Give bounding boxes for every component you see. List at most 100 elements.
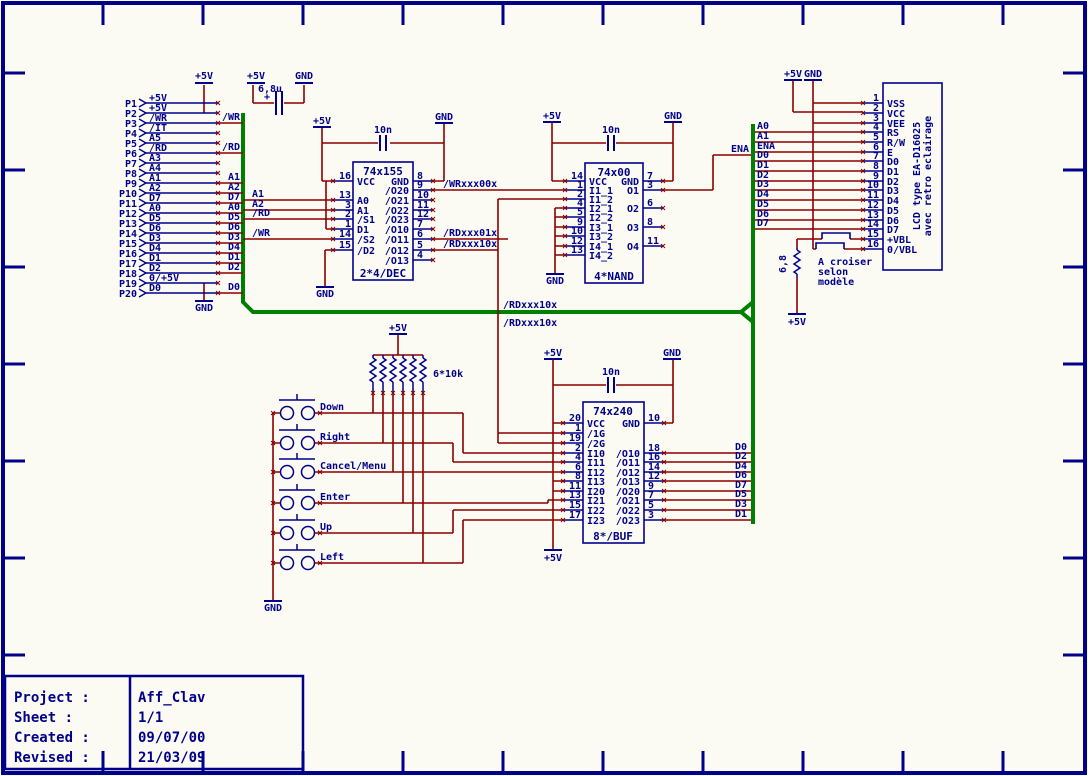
junction-x-marker bbox=[215, 150, 221, 156]
ic-pin-number: 9 bbox=[417, 180, 423, 191]
junction-x-marker bbox=[660, 187, 666, 193]
connector-pin-number: P3 bbox=[125, 119, 137, 130]
net-label-ena: ENA bbox=[731, 144, 749, 155]
connector-pin-net: D7 bbox=[149, 193, 161, 204]
lcd-pin-name: D4 bbox=[887, 196, 899, 207]
connector-pin-net: A1 bbox=[149, 173, 161, 184]
ic-pin-name: /O13 bbox=[616, 477, 640, 488]
lcd-pin-number: 12 bbox=[867, 200, 879, 211]
decoder-input-label: /RD bbox=[252, 208, 270, 219]
ic-pin-name: I21 bbox=[587, 496, 605, 507]
junction-x-marker bbox=[562, 224, 568, 230]
junction-x-marker bbox=[270, 530, 276, 536]
junction-x-marker bbox=[330, 197, 336, 203]
junction-x-marker bbox=[860, 110, 866, 116]
junction-x-marker bbox=[860, 129, 866, 135]
titleblock-project-value: Aff_Clav bbox=[138, 690, 205, 706]
bus-entry-label: D4 bbox=[228, 242, 240, 253]
connector-pin-net: A3 bbox=[149, 153, 161, 164]
junction-x-marker bbox=[215, 230, 221, 236]
connector-pin-number: P20 bbox=[119, 289, 137, 300]
button-actuator bbox=[279, 514, 315, 521]
lcd-pin-number: 10 bbox=[867, 180, 879, 191]
ic-pin-number: 10 bbox=[417, 190, 429, 201]
ic-pin-number: 12 bbox=[648, 471, 660, 482]
connector-pin-chevron bbox=[138, 138, 148, 148]
vcc-symbol: +5V bbox=[195, 71, 213, 82]
bus-entry-label: A2 bbox=[228, 182, 240, 193]
junction-x-marker bbox=[215, 200, 221, 206]
junction-x-marker bbox=[860, 158, 866, 164]
junction-x-marker bbox=[660, 205, 666, 211]
lcd-pin-number: 6 bbox=[873, 142, 879, 153]
connector-pin-number: P15 bbox=[119, 239, 137, 250]
junction-x-marker bbox=[215, 280, 221, 286]
junction-x-marker bbox=[430, 207, 436, 213]
ic-pin-name: /D2 bbox=[357, 246, 375, 257]
buffer-output-label: D3 bbox=[735, 499, 747, 510]
lcd-pin-name: D5 bbox=[887, 206, 899, 217]
net-label-rd01: /RDxxx01x bbox=[443, 228, 497, 239]
lcd-pin-number: 5 bbox=[873, 132, 879, 143]
connector-pin-number: P10 bbox=[119, 189, 137, 200]
bus bbox=[241, 113, 755, 524]
ic-pin-name: A1 bbox=[357, 206, 369, 217]
ic-pin-number: 16 bbox=[339, 171, 351, 182]
resistor-zigzag bbox=[418, 357, 428, 383]
connector-pin-net: A4 bbox=[149, 163, 161, 174]
titleblock-created-label: Created : bbox=[14, 730, 90, 746]
ic-pin-name: /S1 bbox=[357, 215, 375, 226]
ic-pin-number: 13 bbox=[569, 490, 581, 501]
ic-subtitle: 4*NAND bbox=[594, 270, 634, 283]
ic-pin-name: /O10 bbox=[385, 225, 409, 236]
junction-x-marker bbox=[560, 430, 566, 436]
capacitor-polarity: + bbox=[264, 92, 270, 103]
junction-x-marker bbox=[215, 190, 221, 196]
connector-pin-number: P7 bbox=[125, 159, 137, 170]
ic-pin-number: 6 bbox=[647, 198, 653, 209]
connector-pin-net: A2 bbox=[149, 183, 161, 194]
ic-pin-name: A0 bbox=[357, 196, 369, 207]
bus-entry-label: /RD bbox=[222, 142, 240, 153]
ic-pin-number: 5 bbox=[577, 207, 583, 218]
ic-pin-name: O1 bbox=[627, 186, 639, 197]
connector-pin-number: P8 bbox=[125, 169, 137, 180]
junction-x-marker bbox=[661, 517, 667, 523]
ic-pin-number: 16 bbox=[648, 452, 660, 463]
connector-pin-net: D6 bbox=[149, 223, 161, 234]
junction-x-marker bbox=[860, 236, 866, 242]
junction-x-marker bbox=[661, 469, 667, 475]
ic-pin-number: 8 bbox=[575, 471, 581, 482]
button-label: Right bbox=[320, 431, 350, 443]
lcd-pin-number: 8 bbox=[873, 161, 879, 172]
ic-pin-name: GND bbox=[621, 177, 639, 188]
connector-pin-net: A5 bbox=[149, 133, 161, 144]
bus-entry-label: D7 bbox=[228, 192, 240, 203]
lcd-pin-number: 3 bbox=[873, 113, 879, 124]
ic-pin-number: 14 bbox=[339, 229, 351, 240]
ic-pin-number: 7 bbox=[648, 490, 654, 501]
ic-pin-name: /O22 bbox=[616, 506, 640, 517]
buffer-output-label: D6 bbox=[735, 470, 747, 481]
resistor-zigzag bbox=[378, 357, 388, 383]
junction-x-marker bbox=[317, 500, 323, 506]
gnd-symbol: GND bbox=[195, 303, 213, 314]
ic-pin-name: D1 bbox=[357, 225, 369, 236]
connector-pin-number: P13 bbox=[119, 219, 137, 230]
junction-x-marker bbox=[562, 233, 568, 239]
junction-x-marker bbox=[370, 390, 376, 396]
junction-x-marker bbox=[330, 236, 336, 242]
bus-to-lcd-label: D2 bbox=[757, 170, 769, 181]
ic-pin-name: /O13 bbox=[385, 256, 409, 267]
ic-pin-number: 15 bbox=[339, 240, 351, 251]
titleblock-revised-value: 21/03/09 bbox=[138, 750, 205, 766]
connector-pin-number: P4 bbox=[125, 129, 137, 140]
junction-x-marker bbox=[860, 178, 866, 184]
connector-pin-number: P5 bbox=[125, 139, 137, 150]
ic-pin-number: 8 bbox=[647, 217, 653, 228]
titleblock-sheet-value: 1/1 bbox=[138, 710, 163, 726]
button-contact bbox=[279, 525, 295, 541]
resistor-zigzag bbox=[408, 357, 418, 383]
button-actuator bbox=[279, 453, 315, 460]
lcd-pin-number: 16 bbox=[867, 239, 879, 250]
